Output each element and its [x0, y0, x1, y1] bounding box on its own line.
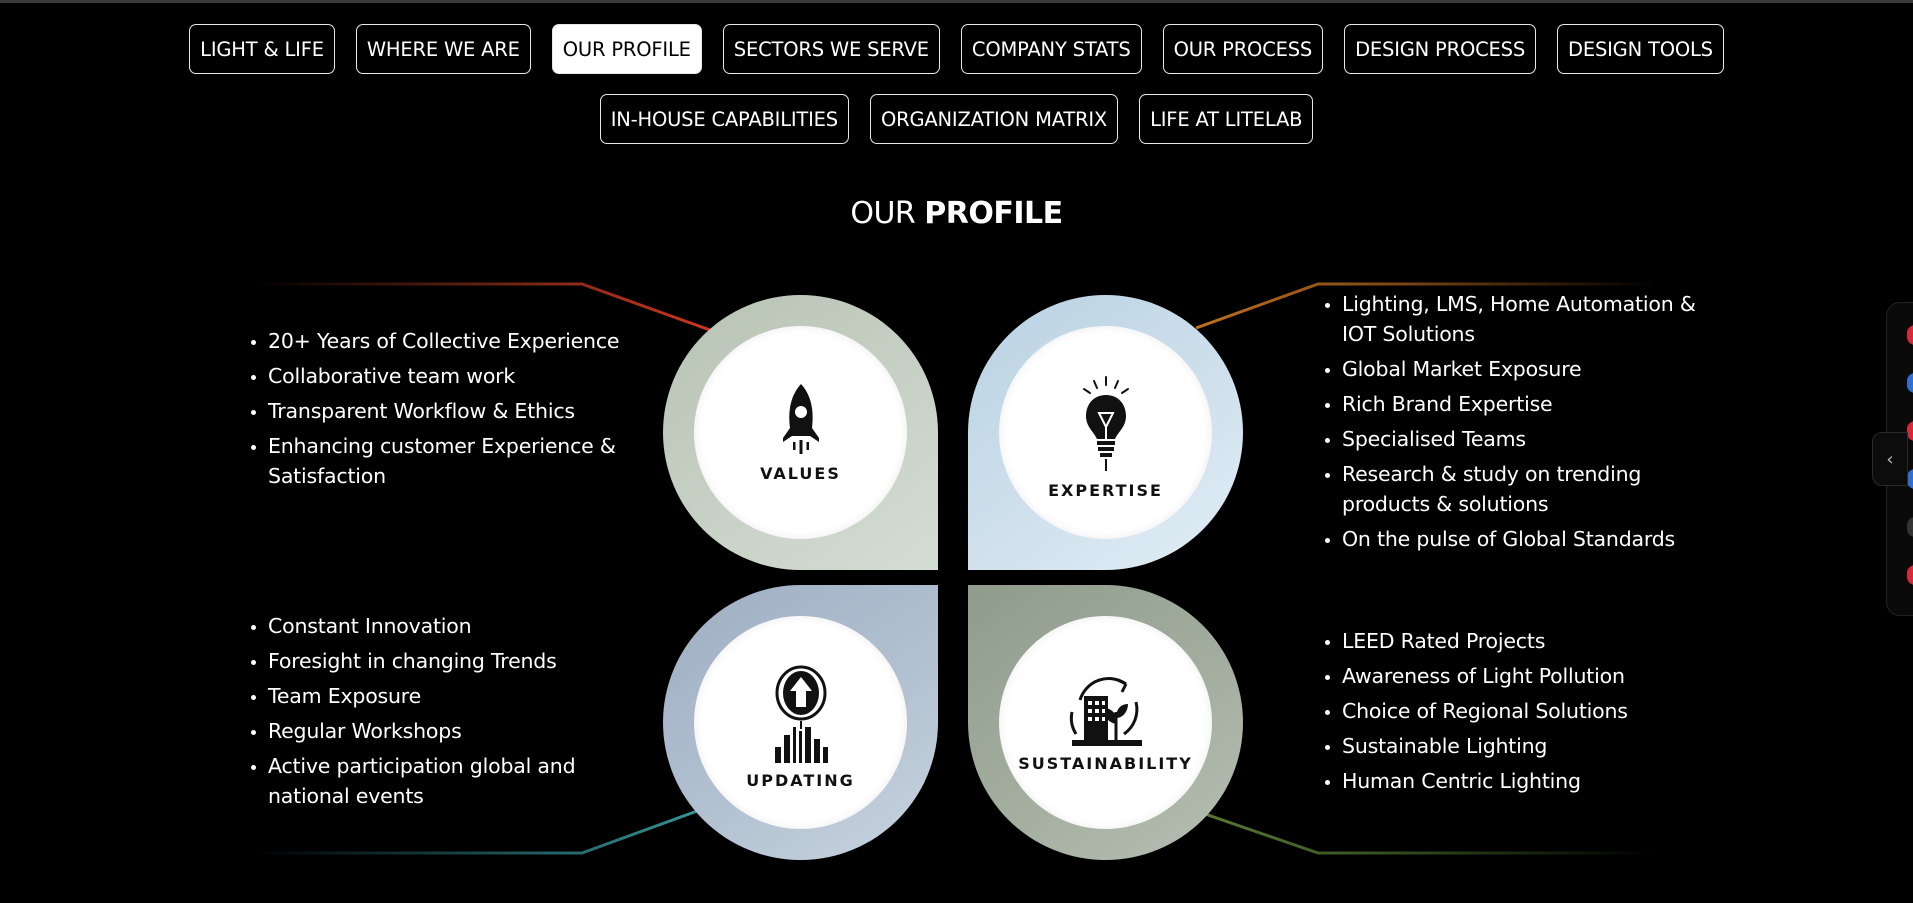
rocket-icon: [782, 384, 819, 454]
list-item: Human Centric Lighting: [1342, 766, 1722, 796]
values-label: VALUES: [760, 464, 841, 483]
values-petal: VALUES: [663, 295, 938, 570]
list-item: Regular Workshops: [268, 716, 638, 746]
nav-sectors-we-serve[interactable]: SECTORS WE SERVE: [722, 24, 940, 74]
list-item: 20+ Years of Collective Experience: [268, 326, 638, 356]
updating-points: Constant Innovation Foresight in changin…: [244, 611, 638, 816]
page-title-light: OUR: [850, 196, 916, 231]
list-item: Specialised Teams: [1342, 424, 1722, 454]
nav-life-at-litelab[interactable]: LIFE AT LITELAB: [1139, 94, 1314, 144]
eco-building-icon: [1069, 677, 1142, 746]
nav-light-and-life[interactable]: LIGHT & LIFE: [189, 24, 335, 74]
values-points: 20+ Years of Collective Experience Colla…: [244, 326, 638, 496]
line-values: [255, 282, 711, 332]
nav-in-house-capabilities[interactable]: IN-HOUSE CAPABILITIES: [599, 94, 849, 144]
nav-our-process[interactable]: OUR PROCESS: [1162, 24, 1324, 74]
list-item: Awareness of Light Pollution: [1342, 661, 1722, 691]
chevron-left-icon[interactable]: ‹: [1872, 432, 1908, 486]
line-updating: [255, 808, 701, 855]
nav-organization-matrix[interactable]: ORGANIZATION MATRIX: [870, 94, 1119, 144]
list-item: Global Market Exposure: [1342, 354, 1722, 384]
nav-design-tools[interactable]: DESIGN TOOLS: [1557, 24, 1724, 74]
list-item: LEED Rated Projects: [1342, 626, 1722, 656]
expertise-petal: EXPERTISE: [968, 295, 1243, 570]
sustainability-circle: SUSTAINABILITY: [999, 616, 1212, 829]
share-dot-dark[interactable]: [1907, 517, 1913, 537]
expertise-points: Lighting, LMS, Home Automation & IOT Sol…: [1318, 289, 1722, 559]
share-dot-red[interactable]: [1907, 565, 1913, 585]
share-dot-blue[interactable]: [1907, 373, 1913, 393]
line-sustainability: [1204, 812, 1655, 855]
sustainability-points: LEED Rated Projects Awareness of Light P…: [1318, 626, 1722, 801]
list-item: Active participation global and national…: [268, 751, 638, 811]
page-title-bold: PROFILE: [924, 196, 1063, 231]
section-nav: LIGHT & LIFE WHERE WE ARE OUR PROFILE SE…: [0, 24, 1913, 144]
nav-our-profile[interactable]: OUR PROFILE: [551, 24, 702, 74]
expertise-label: EXPERTISE: [1048, 481, 1163, 500]
list-item: Lighting, LMS, Home Automation & IOT Sol…: [1342, 289, 1722, 349]
nav-company-stats[interactable]: COMPANY STATS: [960, 24, 1142, 74]
updating-label: UPDATING: [746, 771, 855, 790]
list-item: Research & study on trending products & …: [1342, 459, 1722, 519]
list-item: Transparent Workflow & Ethics: [268, 396, 638, 426]
sustainability-petal: SUSTAINABILITY: [968, 585, 1243, 860]
expertise-circle: EXPERTISE: [999, 326, 1212, 539]
sustainability-label: SUSTAINABILITY: [1018, 754, 1193, 773]
nav-design-process[interactable]: DESIGN PROCESS: [1344, 24, 1537, 74]
list-item: Collaborative team work: [268, 361, 638, 391]
lightbulb-icon: [1082, 376, 1129, 471]
list-item: Choice of Regional Solutions: [1342, 696, 1722, 726]
list-item: Constant Innovation: [268, 611, 638, 641]
updating-circle: UPDATING: [694, 616, 907, 829]
top-border: [0, 0, 1913, 3]
growth-arrow-icon: [774, 665, 828, 763]
list-item: Sustainable Lighting: [1342, 731, 1722, 761]
list-item: On the pulse of Global Standards: [1342, 524, 1722, 554]
share-dot-red[interactable]: [1907, 325, 1913, 345]
list-item: Rich Brand Expertise: [1342, 389, 1722, 419]
list-item: Foresight in changing Trends: [268, 646, 638, 676]
list-item: Enhancing customer Experience & Satisfac…: [268, 431, 638, 491]
share-dot-red[interactable]: [1907, 421, 1913, 441]
values-circle: VALUES: [694, 326, 907, 539]
updating-petal: UPDATING: [663, 585, 938, 860]
page-title: OUR PROFILE: [0, 196, 1913, 231]
share-dot-blue[interactable]: [1907, 469, 1913, 489]
nav-where-we-are[interactable]: WHERE WE ARE: [355, 24, 531, 74]
list-item: Team Exposure: [268, 681, 638, 711]
